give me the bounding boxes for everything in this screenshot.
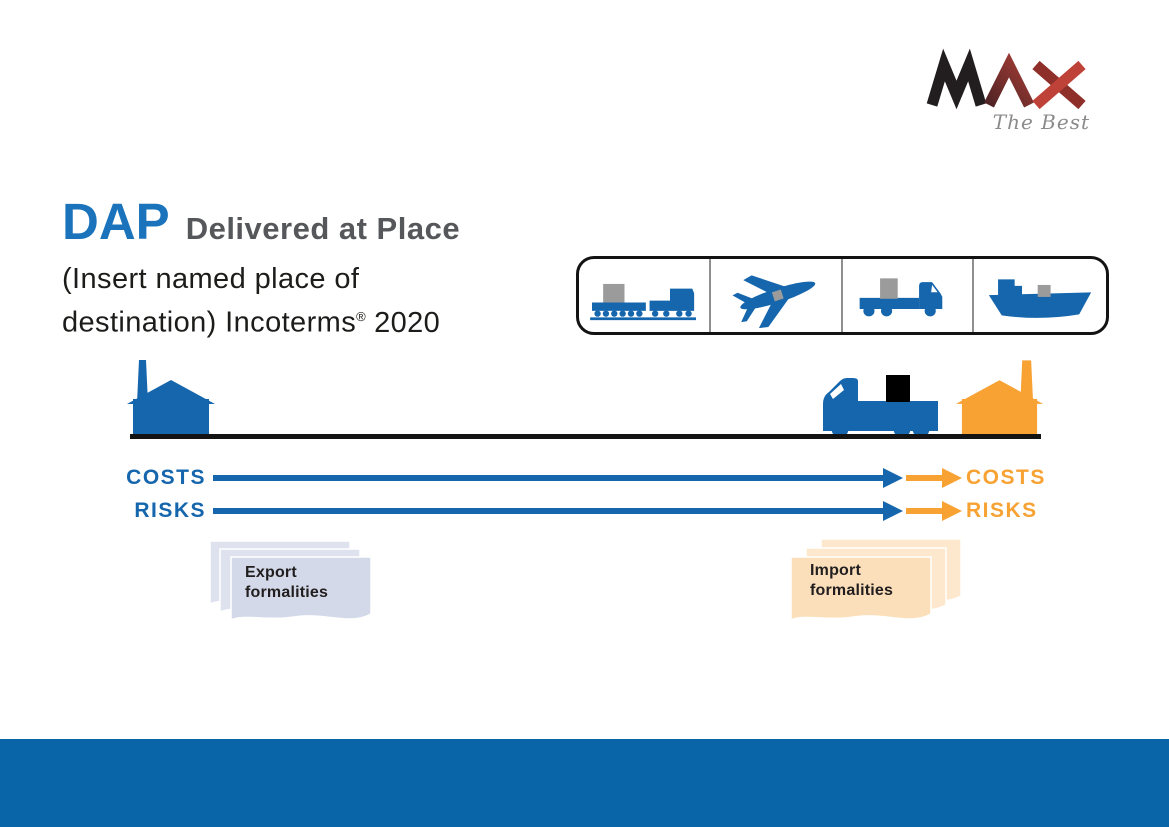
- subtitle-year: 2020: [374, 306, 441, 339]
- export-label-line2: formalities: [245, 584, 329, 601]
- export-papers-icon: [209, 540, 372, 622]
- import-label-line2: formalities: [810, 582, 894, 599]
- risks-arrow-orange: [906, 508, 942, 514]
- risks-label-buyer: RISKS: [966, 499, 1038, 522]
- timeline-baseline: [130, 434, 1041, 439]
- costs-label-seller: COSTS: [126, 466, 206, 489]
- subtitle: (Insert named place of destination) Inco…: [62, 260, 440, 342]
- plane-icon: [732, 274, 815, 328]
- subtitle-line1: (Insert named place of: [62, 263, 360, 295]
- risks-label-seller: RISKS: [134, 499, 206, 522]
- delivery-truck-icon: [823, 375, 938, 438]
- import-formalities-label: Import formalities: [810, 561, 893, 601]
- page-title: DAP Delivered at Place: [62, 192, 460, 251]
- transport-cell-rail: [579, 259, 711, 332]
- transport-cell-sea: [974, 259, 1106, 332]
- incoterm-code: DAP: [62, 193, 170, 250]
- export-formalities-label: Export formalities: [245, 563, 328, 603]
- costs-arrowhead-orange: [942, 468, 962, 488]
- import-label-line1: Import: [810, 562, 861, 579]
- brand-tagline: The Best: [992, 110, 1090, 134]
- import-papers-icon: [790, 538, 962, 622]
- import-formalities-doc: [790, 538, 963, 632]
- risks-arrowhead-orange: [942, 501, 962, 521]
- buyer-warehouse-icon: [956, 360, 1043, 437]
- ship-icon: [988, 278, 1092, 318]
- subtitle-line2: destination) Incoterms: [62, 306, 357, 339]
- risks-arrow-blue: [213, 508, 883, 514]
- train-icon: [590, 283, 696, 320]
- delivery-truck: [820, 370, 940, 443]
- buyer-building: [956, 359, 1043, 442]
- costs-label-buyer: COSTS: [966, 466, 1046, 489]
- truck-icon: [860, 277, 943, 316]
- export-formalities-doc: [208, 540, 378, 632]
- registered-mark: ®: [356, 309, 367, 324]
- costs-arrow-blue: [213, 475, 883, 481]
- seller-building: [127, 359, 215, 442]
- brand-logo: [926, 48, 1088, 110]
- export-label-line1: Export: [245, 564, 297, 581]
- footer-band: [0, 739, 1169, 827]
- costs-arrowhead-blue: [883, 468, 903, 488]
- risks-arrowhead-blue: [883, 501, 903, 521]
- transport-cell-road: [843, 259, 975, 332]
- transport-cell-air: [711, 259, 843, 332]
- max-logo-icon: [926, 48, 1086, 110]
- incoterm-term: Delivered at Place: [185, 211, 461, 246]
- costs-arrow-orange: [906, 475, 942, 481]
- seller-factory-icon: [127, 360, 215, 437]
- transport-modes-box: [576, 256, 1109, 335]
